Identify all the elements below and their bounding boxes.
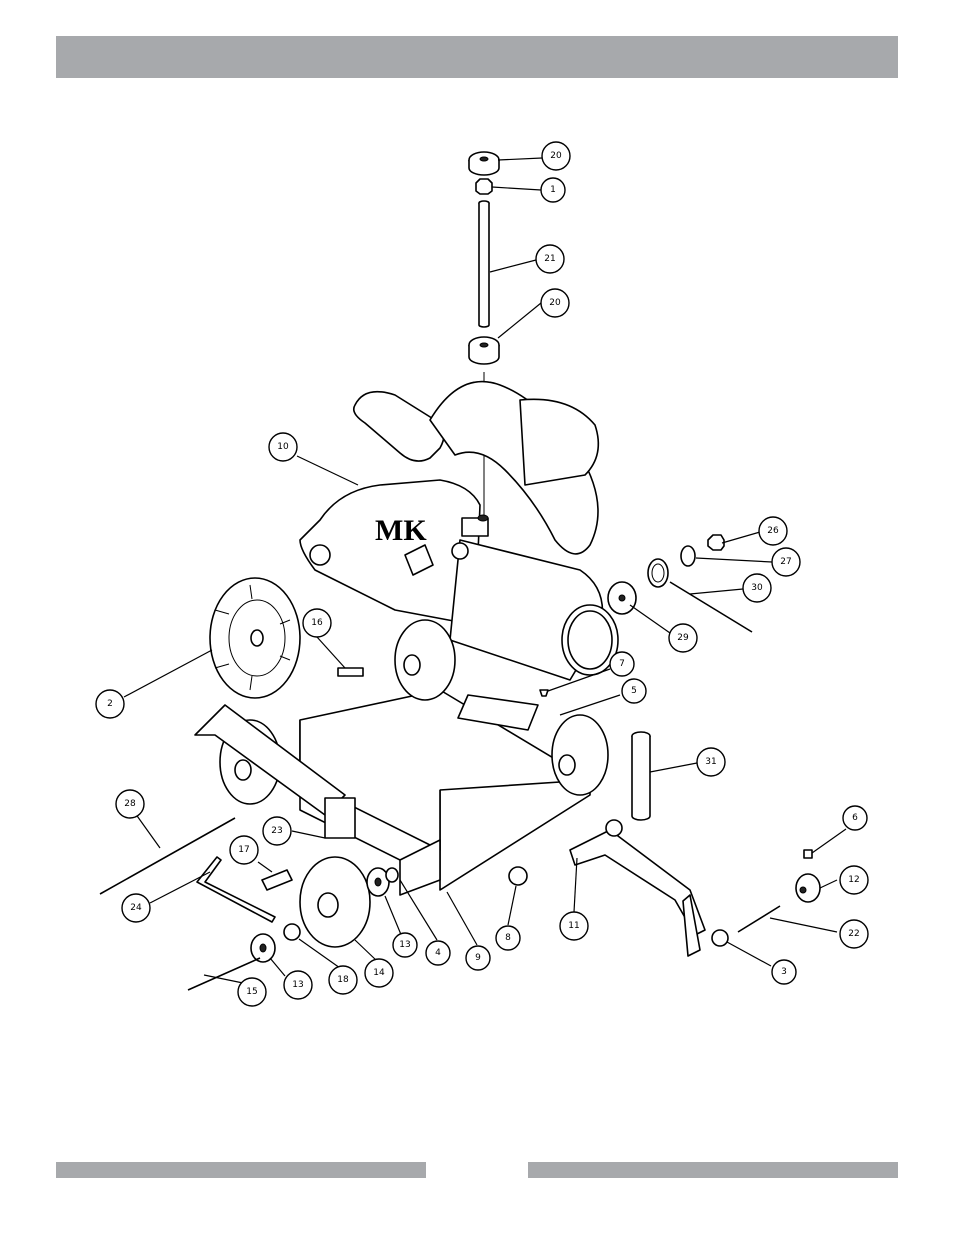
callout-11: 11	[560, 912, 588, 940]
svg-text:26: 26	[767, 526, 779, 536]
callout-13b: 13	[284, 971, 312, 999]
callout-4: 4	[426, 941, 450, 965]
brand-logo: MK	[375, 514, 427, 547]
top-bushing	[469, 152, 499, 175]
inner-wheel	[395, 620, 455, 700]
lower-bushing	[469, 337, 499, 364]
pin-16	[338, 668, 363, 676]
svg-text:15: 15	[246, 987, 257, 997]
right-arm-11	[570, 820, 705, 956]
svg-text:22: 22	[848, 929, 859, 939]
long-bolt-28	[100, 818, 235, 894]
hex-nut-top	[476, 179, 492, 194]
callout-26: 26	[759, 517, 787, 545]
callout-21: 21	[536, 245, 564, 273]
callout-30: 30	[743, 574, 771, 602]
svg-text:2: 2	[107, 699, 113, 709]
svg-text:27: 27	[780, 557, 791, 567]
callout-2: 2	[96, 690, 124, 718]
washer-27	[681, 546, 695, 566]
screw-7	[540, 690, 548, 696]
nut-26	[708, 535, 724, 550]
svg-text:20: 20	[549, 298, 561, 308]
vertical-shaft	[479, 201, 489, 327]
svg-text:31: 31	[705, 757, 716, 767]
saw-motor-assembly: MK	[300, 382, 618, 680]
svg-text:21: 21	[544, 254, 555, 264]
nut-3	[712, 930, 728, 946]
spacer-18	[284, 924, 300, 940]
callout-5: 5	[622, 679, 646, 703]
svg-text:16: 16	[311, 618, 323, 628]
callout-22: 22	[840, 920, 868, 948]
callout-20b: 20	[541, 289, 569, 317]
callout-20a: 20	[542, 142, 570, 170]
callout-12: 12	[840, 866, 868, 894]
svg-text:23: 23	[271, 826, 282, 836]
callout-14: 14	[365, 959, 393, 987]
svg-text:13: 13	[292, 980, 303, 990]
svg-text:11: 11	[568, 921, 579, 931]
front-wheel-14	[300, 857, 370, 947]
svg-text:10: 10	[277, 442, 289, 452]
allen-wrench-24	[197, 857, 275, 922]
callout-27: 27	[772, 548, 800, 576]
callout-24: 24	[122, 894, 150, 922]
svg-text:14: 14	[373, 968, 385, 978]
pin-17	[262, 870, 292, 890]
callout-18: 18	[329, 966, 357, 994]
callout-6: 6	[843, 806, 867, 830]
callout-7: 7	[610, 652, 634, 676]
callout-29: 29	[669, 624, 697, 652]
svg-text:5: 5	[631, 686, 637, 696]
callout-10: 10	[269, 433, 297, 461]
callout-9: 9	[466, 946, 490, 970]
diamond-blade	[210, 578, 300, 698]
svg-text:20: 20	[550, 151, 562, 161]
svg-text:28: 28	[124, 799, 136, 809]
right-wheel	[552, 715, 608, 795]
callout-8: 8	[496, 926, 520, 950]
svg-text:3: 3	[781, 967, 787, 977]
callout-3: 3	[772, 960, 796, 984]
svg-text:12: 12	[848, 875, 859, 885]
callout-28: 28	[116, 790, 144, 818]
spring-27	[648, 559, 668, 587]
nut-8	[509, 867, 527, 885]
washer-4	[386, 868, 398, 882]
bearing-13b	[251, 934, 275, 962]
callout-1: 1	[541, 178, 565, 202]
svg-text:7: 7	[619, 659, 625, 669]
svg-text:6: 6	[852, 813, 858, 823]
callout-15: 15	[238, 978, 266, 1006]
svg-text:9: 9	[475, 953, 481, 963]
svg-text:17: 17	[238, 845, 249, 855]
svg-text:8: 8	[505, 933, 511, 943]
svg-text:30: 30	[751, 583, 763, 593]
screw-6	[804, 850, 812, 858]
callout-13a: 13	[393, 933, 417, 957]
svg-text:4: 4	[435, 948, 441, 958]
svg-text:18: 18	[337, 975, 349, 985]
callout-17: 17	[230, 836, 258, 864]
block-23	[325, 798, 355, 838]
callout-23: 23	[263, 817, 291, 845]
svg-text:1: 1	[550, 185, 556, 195]
svg-text:24: 24	[130, 903, 142, 913]
spacer-29	[608, 582, 636, 614]
roller-12	[796, 874, 820, 902]
svg-text:29: 29	[677, 633, 689, 643]
callout-16: 16	[303, 609, 331, 637]
svg-text:13: 13	[399, 940, 410, 950]
callout-31: 31	[697, 748, 725, 776]
post-31	[632, 732, 650, 820]
